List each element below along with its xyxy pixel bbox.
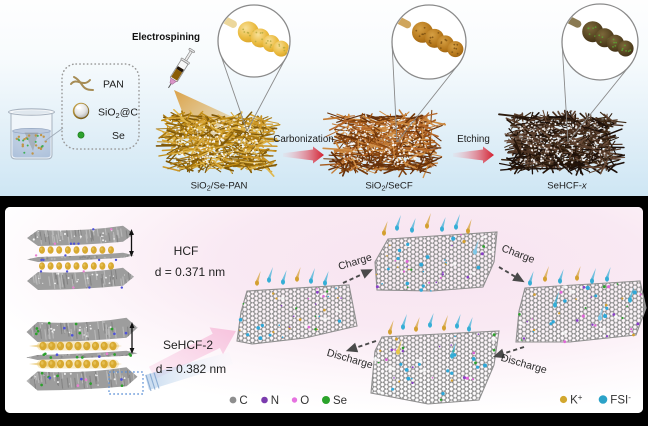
svg-text:Se: Se: [333, 395, 347, 407]
svg-text:FSI-: FSI-: [610, 393, 631, 407]
svg-text:SiO2/Se-PAN: SiO2/Se-PAN: [191, 181, 248, 193]
svg-text:d = 0.382 nm: d = 0.382 nm: [156, 362, 226, 376]
svg-text:SiO2@C: SiO2@C: [98, 107, 138, 120]
svg-text:HCF: HCF: [174, 244, 199, 258]
svg-text:d = 0.371 nm: d = 0.371 nm: [155, 265, 225, 279]
svg-text:O: O: [300, 395, 309, 407]
svg-text:SeHCF-2: SeHCF-2: [163, 338, 213, 352]
svg-text:Se: Se: [112, 130, 125, 142]
svg-text:SiO2/SeCF: SiO2/SeCF: [365, 181, 413, 193]
svg-text:Etching: Etching: [457, 134, 490, 145]
svg-text:N: N: [271, 395, 279, 407]
svg-text:C: C: [239, 395, 247, 407]
svg-text:Carbonization: Carbonization: [273, 134, 333, 145]
svg-text:Electrospining: Electrospining: [132, 32, 200, 43]
svg-text:SeHCF-x: SeHCF-x: [547, 181, 588, 192]
svg-text:PAN: PAN: [103, 79, 124, 91]
